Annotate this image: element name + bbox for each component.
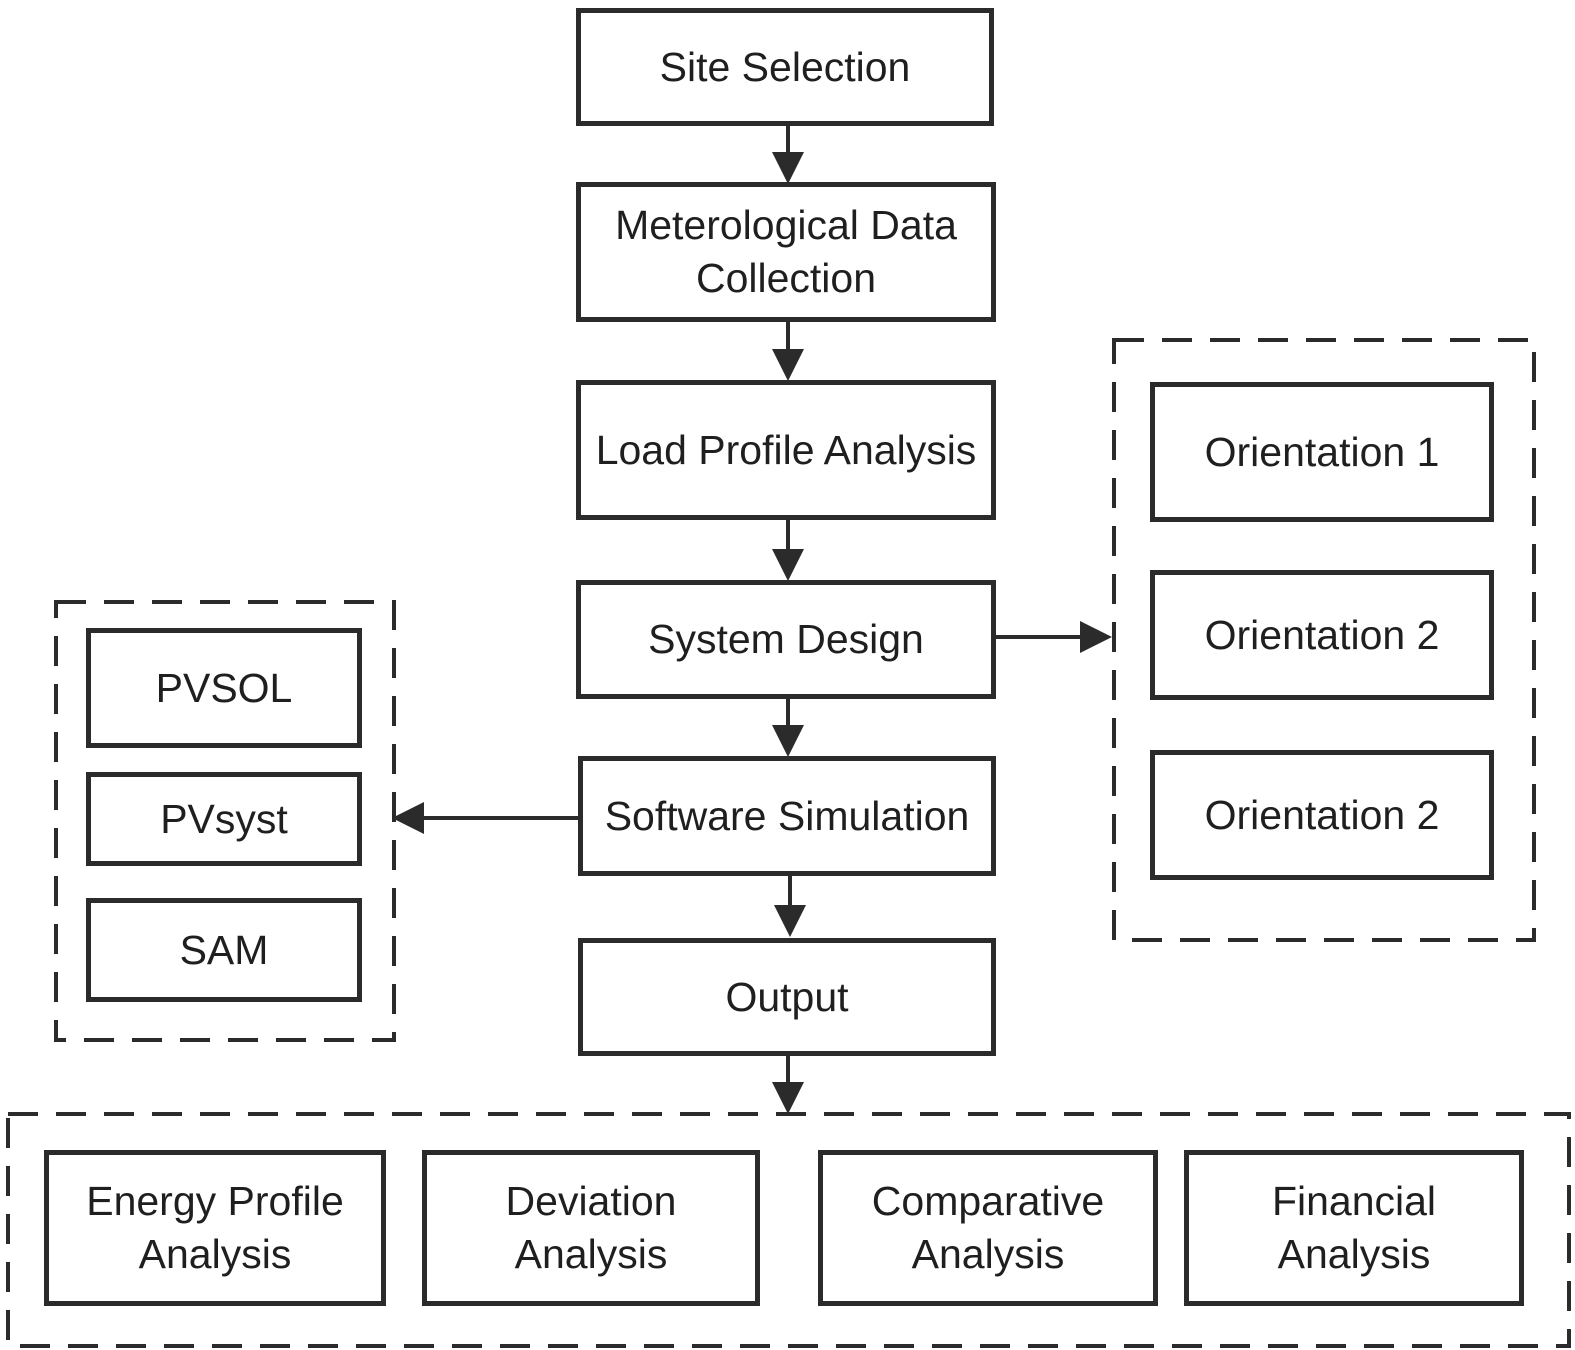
- system-design-box: System Design: [576, 580, 996, 699]
- comparative-analysis-box: Comparative Analysis: [818, 1150, 1158, 1306]
- sam-box: SAM: [86, 898, 362, 1002]
- orientation-group-border: [1112, 338, 1536, 942]
- orientation-box-3: Orientation 2: [1150, 750, 1494, 880]
- orientation-group: [1112, 338, 1536, 942]
- software-tools-group: [54, 600, 396, 1042]
- analyses-group: [6, 1112, 1571, 1348]
- load-profile-box: Load Profile Analysis: [576, 380, 996, 520]
- pvsol-box: PVSOL: [86, 628, 362, 748]
- financial-analysis-box: Financial Analysis: [1184, 1150, 1524, 1306]
- orientation-box-1: Orientation 1: [1150, 382, 1494, 522]
- orientation-box-2: Orientation 2: [1150, 570, 1494, 700]
- site-selection-box: Site Selection: [576, 8, 994, 126]
- energy-profile-analysis-box: Energy Profile Analysis: [44, 1150, 386, 1306]
- deviation-analysis-box: Deviation Analysis: [422, 1150, 760, 1306]
- software-tools-group-border: [54, 600, 396, 1042]
- software-simulation-box: Software Simulation: [578, 756, 996, 876]
- meteorological-data-box: Meterological Data Collection: [576, 182, 996, 322]
- pvsyst-box: PVsyst: [86, 772, 362, 866]
- output-box: Output: [578, 938, 996, 1056]
- analyses-group-border: [6, 1112, 1571, 1348]
